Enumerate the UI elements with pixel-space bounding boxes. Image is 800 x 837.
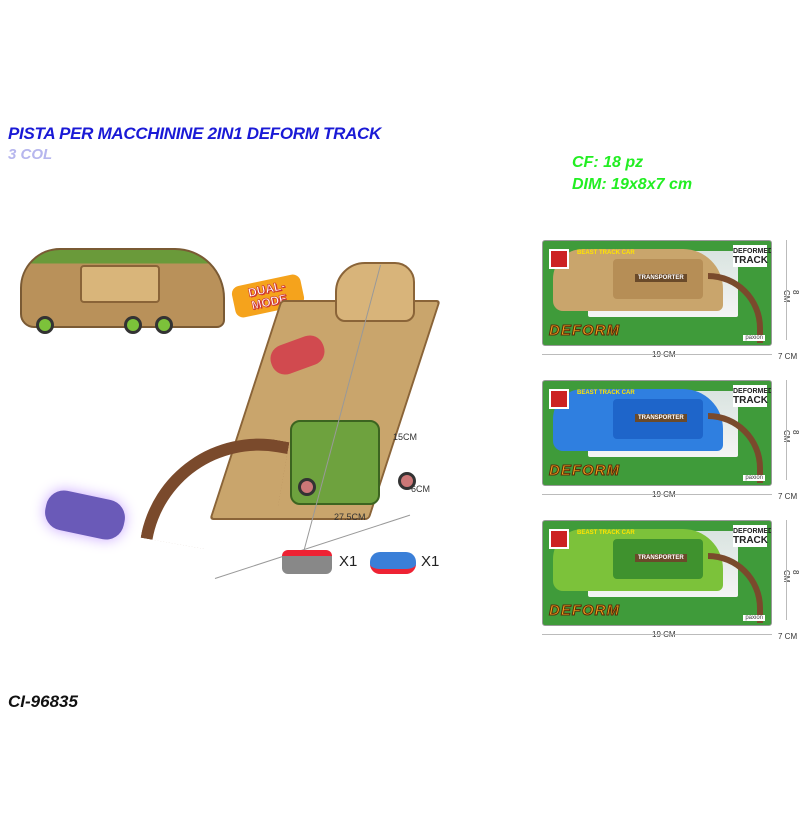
deform-logo-text: DEFORM <box>549 602 620 620</box>
box-height: 8 CM <box>782 570 800 582</box>
car-red-image <box>282 550 332 574</box>
track-image <box>708 553 763 623</box>
box-depth: 7 CM <box>778 492 798 501</box>
brand-logo <box>549 389 569 409</box>
height-label: 15CM <box>393 432 418 442</box>
transporter-label: TRANSPORTER <box>635 274 687 282</box>
car-blue-image <box>370 552 416 574</box>
product-code: CI-96835 <box>8 692 78 711</box>
car1-quantity: X1 <box>339 553 358 570</box>
transporter-label: TRANSPORTER <box>635 414 687 422</box>
length-label: 27.5CM <box>334 512 366 522</box>
carton-quantity: CF: 18 pz <box>572 154 644 171</box>
box-dimensions: DIM: 19x8x7 cm <box>572 176 693 193</box>
transporter-label: TRANSPORTER <box>635 554 687 562</box>
beast-label: BEAST TRACK CAR <box>577 530 635 536</box>
brand-name: paxion <box>743 615 765 621</box>
box-depth: 7 CM <box>778 352 798 361</box>
track-image <box>708 273 763 343</box>
brand-logo <box>549 249 569 269</box>
box-depth: 7 CM <box>778 632 798 641</box>
box-height: 8 CM <box>782 290 800 302</box>
color-count: 3 COL <box>8 146 53 163</box>
deform-logo-text: DEFORM <box>549 322 620 340</box>
box-height: 8 CM <box>782 430 800 442</box>
deform-logo-text: DEFORM <box>549 462 620 480</box>
track-image <box>708 413 763 483</box>
beast-label: BEAST TRACK CAR <box>577 390 635 396</box>
car2-quantity: X1 <box>421 553 440 570</box>
product-title: PISTA PER MACCHININE 2IN1 DEFORM TRACK <box>8 124 382 143</box>
beast-label: BEAST TRACK CAR <box>577 250 635 256</box>
brand-logo <box>549 529 569 549</box>
brand-name: paxion <box>743 335 765 341</box>
depth-label: 6CM <box>411 484 431 494</box>
brand-name: paxion <box>743 475 765 481</box>
